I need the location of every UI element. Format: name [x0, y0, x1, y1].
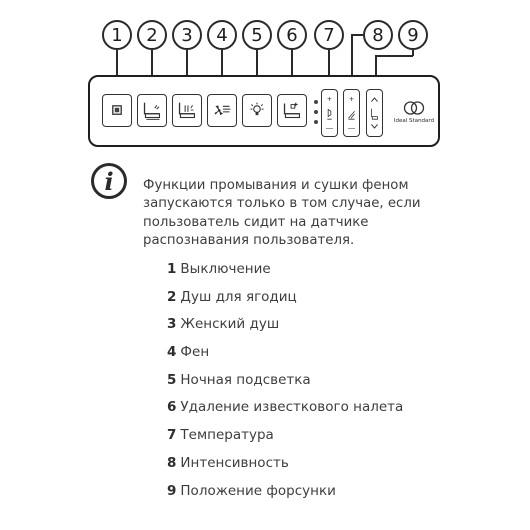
ideal-standard-logo: Ideal Standard [391, 100, 437, 130]
callout-9: 9 [398, 20, 428, 50]
leader-line-8-horizontal [351, 34, 363, 36]
info-note-line: запускаются только в том случае, если [143, 196, 421, 212]
leader-line-3 [186, 50, 188, 95]
callout-3: 3 [172, 20, 202, 50]
nozzle-position-control[interactable] [366, 89, 383, 137]
fan-dryer-button[interactable] [207, 94, 237, 127]
info-note-line: Функции промывания и сушки феном [143, 178, 409, 193]
descaling-icon [283, 102, 301, 119]
lady-wash-button[interactable] [172, 94, 202, 127]
nozzle-icon [371, 108, 378, 120]
intensity-plus[interactable]: + [349, 95, 354, 104]
leader-line-9-vertical [375, 55, 377, 90]
leader-line-5 [256, 50, 258, 95]
leader-line-7 [328, 50, 330, 90]
night-light-button[interactable] [242, 94, 272, 127]
chevron-down-icon[interactable] [371, 124, 378, 129]
temperature-plus[interactable]: + [327, 95, 332, 104]
leader-line-8-vertical [351, 34, 353, 90]
lady-wash-icon [178, 102, 196, 119]
info-note-line: пользователь сидит на датчике [143, 214, 369, 230]
leader-line-9-vertical-top [412, 50, 414, 56]
intensity-control[interactable]: + — [343, 89, 360, 137]
intensity-minus[interactable]: — [348, 126, 356, 133]
temperature-minus[interactable]: — [326, 126, 334, 133]
callout-7: 7 [314, 20, 344, 50]
leader-line-1 [116, 50, 118, 95]
temperature-control[interactable]: + — [321, 89, 338, 137]
water-jet-icon [348, 110, 355, 120]
stop-icon [112, 105, 122, 115]
night-light-icon [250, 102, 264, 116]
callout-2: 2 [137, 20, 167, 50]
callout-8: 8 [363, 20, 393, 50]
chevron-up-icon[interactable] [371, 97, 378, 102]
thermometer-icon [327, 108, 332, 120]
callout-6: 6 [277, 20, 307, 50]
leader-line-2 [151, 50, 153, 95]
brand-name: Ideal Standard [393, 118, 435, 124]
callout-4: 4 [207, 20, 237, 50]
indicator-leds [313, 100, 319, 130]
fan-dryer-icon [214, 105, 231, 116]
info-icon: i [91, 163, 127, 199]
callout-5: 5 [242, 20, 272, 50]
rear-wash-button[interactable] [137, 94, 167, 127]
leader-line-6 [291, 50, 293, 95]
leader-line-9-horizontal [375, 55, 413, 57]
callout-1: 1 [102, 20, 132, 50]
leader-line-4 [221, 50, 223, 95]
info-note: Функции промывания и сушки феном запуска… [143, 177, 443, 250]
rear-wash-icon [143, 102, 161, 120]
descaling-button[interactable] [277, 94, 307, 127]
stop-button[interactable] [102, 94, 132, 127]
info-note-line: распознавания пользователя. [143, 232, 355, 248]
